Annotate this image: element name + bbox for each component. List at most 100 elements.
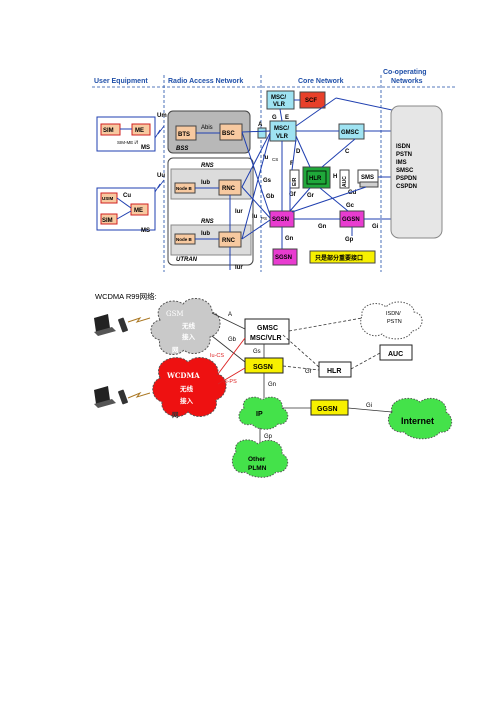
wcdma-label-2: 无线 bbox=[179, 384, 194, 393]
header-radio-access-network: Radio Access Network bbox=[168, 78, 243, 85]
uu-label: Uu bbox=[157, 173, 165, 179]
plmn-label: PLMN bbox=[248, 465, 267, 472]
node-b-label-1: Node B bbox=[176, 186, 193, 191]
gc-label: Gc bbox=[346, 203, 355, 209]
rns-label-2: RNS bbox=[201, 219, 214, 225]
g-label: G bbox=[272, 115, 277, 121]
rnc-label-1: RNC bbox=[222, 186, 236, 192]
iu-cs-link bbox=[217, 337, 246, 375]
iub-label-2: Iub bbox=[201, 231, 210, 237]
msc-vlr-label-2: VLR bbox=[276, 134, 289, 140]
auc-box bbox=[339, 169, 350, 189]
gmsc-msc-vlr-box bbox=[244, 318, 290, 345]
iu-ps-label: Iu bbox=[252, 214, 258, 220]
node-b-label-2: Node B bbox=[176, 237, 193, 242]
gsm-label: GSM bbox=[166, 310, 184, 318]
c-link bbox=[321, 138, 356, 168]
iu-ps-link-1 bbox=[241, 186, 271, 219]
sim-me-if-label: SIM-ME i/f bbox=[117, 140, 139, 145]
um-label: Um bbox=[157, 113, 167, 119]
phone-icon-2 bbox=[118, 389, 128, 405]
header-user-equipment: User Equipment bbox=[94, 78, 148, 85]
eir-box bbox=[289, 169, 300, 189]
sim-label-1: SIM bbox=[103, 128, 114, 134]
radio-link-wcdma bbox=[127, 391, 151, 399]
ms-label-1: MS bbox=[141, 145, 150, 151]
isdn-pstn-cloud bbox=[360, 301, 423, 340]
gsm-label-3: 接入 bbox=[182, 332, 196, 341]
utran-label: UTRAN bbox=[176, 257, 198, 263]
gmsc-hlr-link bbox=[282, 334, 320, 368]
pstn-label: PSTN bbox=[387, 319, 402, 325]
msc-vlr-top-link bbox=[279, 108, 283, 122]
internet-label: Internet bbox=[401, 416, 434, 426]
a-interface-label: A bbox=[228, 312, 232, 318]
gsm-label-4: 网 bbox=[172, 346, 179, 354]
hlr-auc-link bbox=[350, 352, 381, 370]
usim-me-link bbox=[116, 197, 132, 209]
sms-label: SMS bbox=[361, 175, 374, 181]
ggsn-internet-link bbox=[347, 407, 393, 413]
auc-box-bottom bbox=[379, 344, 413, 361]
iu-cs-sub: CS bbox=[272, 157, 278, 162]
sgsn-bottom-label: SGSN bbox=[275, 255, 292, 261]
gsm-a-link bbox=[211, 312, 246, 330]
iur-label-1: Iur bbox=[235, 209, 243, 215]
gr-label: Gr bbox=[307, 193, 315, 199]
me-box-2 bbox=[130, 203, 149, 216]
iu-ps-sub: PS bbox=[261, 216, 267, 221]
gmsc-label: GMSC bbox=[257, 325, 278, 332]
gb-label: Gb bbox=[266, 194, 275, 200]
msc-vlr-label: MSC/VLR bbox=[250, 335, 282, 342]
gsm-label-2: 无线 bbox=[181, 321, 196, 330]
vlr-small-box bbox=[257, 127, 267, 139]
header-networks: Networks bbox=[391, 78, 423, 85]
bts-label: BTS bbox=[178, 132, 190, 138]
gmsc-label: GMSC bbox=[341, 130, 360, 136]
d-label: D bbox=[296, 149, 301, 155]
network-smsc: SMSC bbox=[396, 168, 414, 174]
co-operating-networks-box bbox=[390, 105, 443, 239]
wcdma-access-cloud bbox=[152, 357, 227, 417]
ggsn-label-bottom: GGSN bbox=[317, 406, 338, 413]
laptop-icon bbox=[94, 314, 110, 332]
hlr-label: HLR bbox=[309, 176, 322, 182]
msc-vlr-top-label-2: VLR bbox=[273, 102, 286, 108]
gp-interface-label: Gp bbox=[264, 434, 273, 440]
gp-label: Gp bbox=[345, 237, 354, 243]
gd-link bbox=[291, 186, 367, 213]
me-label-2: ME bbox=[134, 208, 143, 214]
hlr-label-bottom: HLR bbox=[327, 368, 341, 375]
gn-interface-label: Gn bbox=[268, 382, 276, 388]
gs-label: Gs bbox=[263, 178, 272, 184]
other-plmn-cloud bbox=[231, 439, 289, 478]
network-cspdn: CSPDN bbox=[396, 184, 417, 190]
wcdma-r99-diagram: GSM 无线 接入 网 WCDMA 无线 接入 网 GMSC MSC/VLR S… bbox=[94, 297, 453, 478]
h-label: H bbox=[333, 174, 337, 180]
gsm-access-cloud bbox=[150, 297, 221, 355]
radio-link-gsm bbox=[127, 317, 151, 323]
network-pstn: PSTN bbox=[396, 152, 412, 158]
msc-vlr-label-1: MSC/ bbox=[274, 126, 289, 132]
f-link bbox=[291, 138, 297, 171]
core-link-top-2 bbox=[335, 97, 393, 111]
hlr-inner bbox=[306, 170, 327, 185]
gc-link bbox=[319, 187, 349, 212]
gi-label: Gi bbox=[372, 224, 379, 230]
laptop-base-icon-2 bbox=[94, 399, 116, 408]
gi-interface-label: Gi bbox=[366, 403, 372, 409]
sms-base bbox=[359, 181, 379, 188]
iu-cs-label: Iu bbox=[263, 155, 269, 161]
iu-cs-interface-label: Iu-CS bbox=[210, 353, 224, 359]
gd-label: Gd bbox=[348, 190, 357, 196]
wcdma-label-3: 接入 bbox=[180, 396, 194, 405]
iub-label-1: Iub bbox=[201, 180, 210, 186]
wcdma-label: WCDMA bbox=[166, 371, 200, 380]
ip-label: IP bbox=[256, 411, 263, 418]
abis-label: Abis bbox=[201, 125, 213, 131]
gn-label-2: Gn bbox=[285, 236, 294, 242]
bss-label: BSS bbox=[176, 146, 188, 152]
rns-label-1: RNS bbox=[201, 163, 214, 169]
cu-label: Cu bbox=[123, 193, 131, 199]
